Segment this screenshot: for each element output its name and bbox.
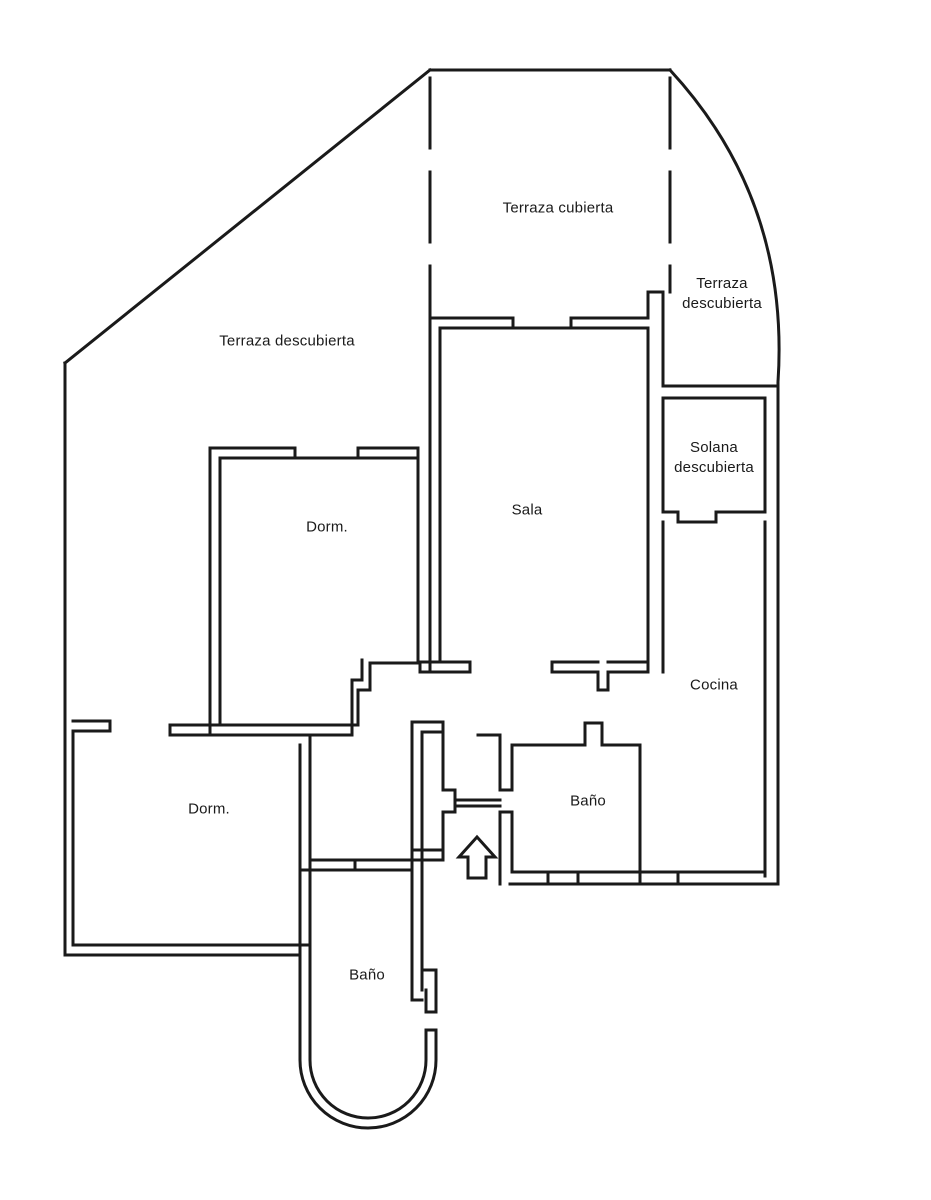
wall-bano-inf-inner <box>308 858 428 1120</box>
wall-bano-inf-outer <box>298 868 438 1130</box>
exterior-outline <box>62 67 781 957</box>
room-label-line: Solana <box>690 439 738 456</box>
room-label-dormitorio-superior: Dorm. <box>306 518 348 536</box>
room-label-bano-inferior: Baño <box>349 966 385 984</box>
outline-curve-ne <box>667 67 781 384</box>
room-label-line: descubierta <box>674 459 754 476</box>
room-label-terraza-descubierta-derecha: Terraza descubierta <box>682 274 762 314</box>
room-label-line: descubierta <box>682 295 762 312</box>
room-label-line: Terraza <box>696 275 748 292</box>
room-label-dormitorio-inferior: Dorm. <box>188 800 230 818</box>
room-label-sala: Sala <box>511 501 543 519</box>
outline-diagonal-nw <box>62 67 433 366</box>
interior-walls <box>71 76 780 1130</box>
room-label-cocina: Cocina <box>690 676 738 694</box>
room-label-bano-derecha: Baño <box>570 792 606 810</box>
room-label-terraza-cubierta: Terraza cubierta <box>502 199 614 217</box>
north-arrow-icon <box>455 834 499 880</box>
room-label-terraza-descubierta-izquierda: Terraza descubierta <box>219 332 355 350</box>
room-label-solana-descubierta: Solana descubierta <box>674 438 754 478</box>
